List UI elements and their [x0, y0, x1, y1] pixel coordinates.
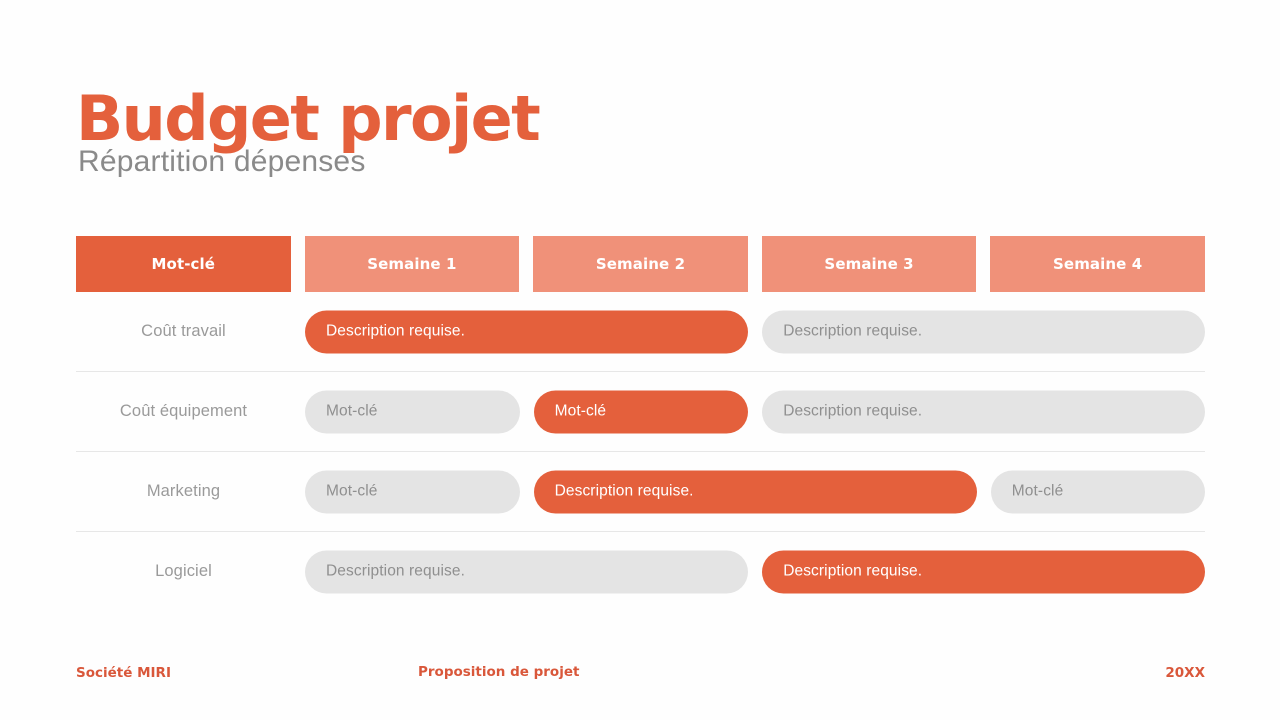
column-header-semaine-2[interactable]: Semaine 2: [533, 236, 748, 292]
footer-company: Société MIRI: [76, 665, 171, 681]
bar-item[interactable]: Description requise.: [533, 470, 977, 513]
table-header-row: Mot-clé Semaine 1 Semaine 2 Semaine 3 Se…: [76, 236, 1205, 292]
column-header-semaine-3[interactable]: Semaine 3: [761, 236, 977, 292]
bar-item[interactable]: Description requise.: [762, 550, 1206, 593]
bar-item[interactable]: Description requise.: [762, 310, 1206, 353]
row-bars: Mot-clé Mot-clé Description requise.: [291, 372, 1206, 451]
page-subtitle: Répartition dépenses: [78, 145, 366, 178]
bar-item[interactable]: Description requise.: [305, 310, 749, 353]
page-title: Budget projet: [76, 82, 541, 155]
bar-item[interactable]: Mot-clé: [305, 470, 520, 513]
row-label: Marketing: [146, 482, 221, 500]
row-bars: Description requise. Description requise…: [291, 292, 1206, 371]
table-row: Coût travail Description requise. Descri…: [76, 292, 1206, 371]
row-label: Logiciel: [155, 562, 212, 580]
footer-document: Proposition de projet: [418, 664, 580, 680]
bar-item[interactable]: Mot-clé: [305, 390, 520, 433]
title-block: Budget projet Répartition dépenses: [76, 86, 776, 196]
row-bars: Description requise. Description requise…: [291, 532, 1206, 611]
column-header-mot-cle[interactable]: Mot-clé: [76, 236, 291, 292]
slide-footer: Société MIRI Proposition de projet 20XX: [76, 662, 1205, 686]
table-row: Coût équipement Mot-clé Mot-clé Descript…: [76, 371, 1206, 451]
row-label: Coût travail: [141, 322, 226, 340]
table-row: Marketing Mot-clé Description requise. M…: [76, 451, 1206, 531]
table-body: Coût travail Description requise. Descri…: [76, 292, 1206, 611]
budget-table: Mot-clé Semaine 1 Semaine 2 Semaine 3 Se…: [76, 236, 1206, 611]
row-label: Coût équipement: [119, 402, 248, 420]
column-header-semaine-4[interactable]: Semaine 4: [990, 236, 1205, 292]
bar-item[interactable]: Description requise.: [305, 550, 749, 593]
row-bars: Mot-clé Description requise. Mot-clé: [291, 452, 1206, 531]
bar-item[interactable]: Description requise.: [762, 390, 1206, 433]
column-header-semaine-1[interactable]: Semaine 1: [304, 236, 520, 292]
bar-item[interactable]: Mot-clé: [533, 390, 749, 433]
footer-year: 20XX: [1165, 665, 1205, 681]
bar-item[interactable]: Mot-clé: [990, 470, 1206, 513]
table-row: Logiciel Description requise. Descriptio…: [76, 531, 1206, 611]
